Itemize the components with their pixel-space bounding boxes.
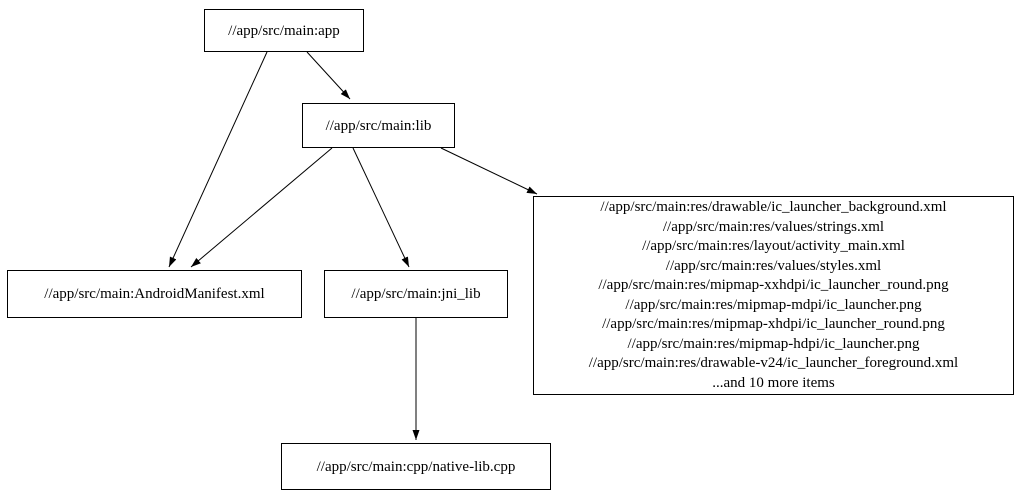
res-item-label: //app/src/main:res/mipmap-mdpi/ic_launch… — [625, 296, 922, 313]
res-item-label: //app/src/main:res/drawable/ic_launcher_… — [600, 199, 947, 215]
edge-lib-to-jni-lib — [352, 147, 410, 268]
res-item-label: //app/src/main:res/mipmap-xxhdpi/ic_laun… — [598, 277, 949, 293]
edge-app-to-manifest — [168, 51, 268, 268]
res-item-label: //app/src/main:res/drawable-v24/ic_launc… — [588, 355, 959, 371]
res-item-label: //app/src/main:res/values/styles.xml — [665, 257, 882, 274]
edge-lib-to-manifest — [190, 147, 333, 268]
res-item-label: //app/src/main:res/layout/activity_main.… — [642, 238, 905, 254]
node-android-manifest: //app/src/main:AndroidManifest.xml — [7, 270, 302, 318]
node-label: //app/src/main:jni_lib — [351, 286, 481, 302]
edge-app-to-lib — [306, 51, 351, 100]
res-more-items-label: ...and 10 more items — [712, 374, 835, 391]
node-label: //app/src/main:lib — [325, 117, 432, 134]
res-item-label: //app/src/main:res/values/strings.xml — [662, 218, 885, 235]
node-native-lib-cpp: //app/src/main:cpp/native-lib.cpp — [281, 443, 551, 490]
res-item-label: //app/src/main:res/mipmap-xhdpi/ic_launc… — [602, 316, 945, 332]
node-label: //app/src/main:app — [228, 22, 340, 39]
res-item-label: //app/src/main:res/mipmap-hdpi/ic_launch… — [627, 335, 920, 352]
node-lib: //app/src/main:lib — [302, 103, 455, 148]
node-app: //app/src/main:app — [204, 9, 364, 52]
node-label: //app/src/main:AndroidManifest.xml — [44, 286, 265, 302]
node-res-group: //app/src/main:res/drawable/ic_launcher_… — [533, 196, 1014, 395]
node-jni-lib: //app/src/main:jni_lib — [324, 270, 508, 318]
node-label: //app/src/main:cpp/native-lib.cpp — [316, 458, 516, 475]
edge-lib-to-res-group — [440, 147, 538, 195]
